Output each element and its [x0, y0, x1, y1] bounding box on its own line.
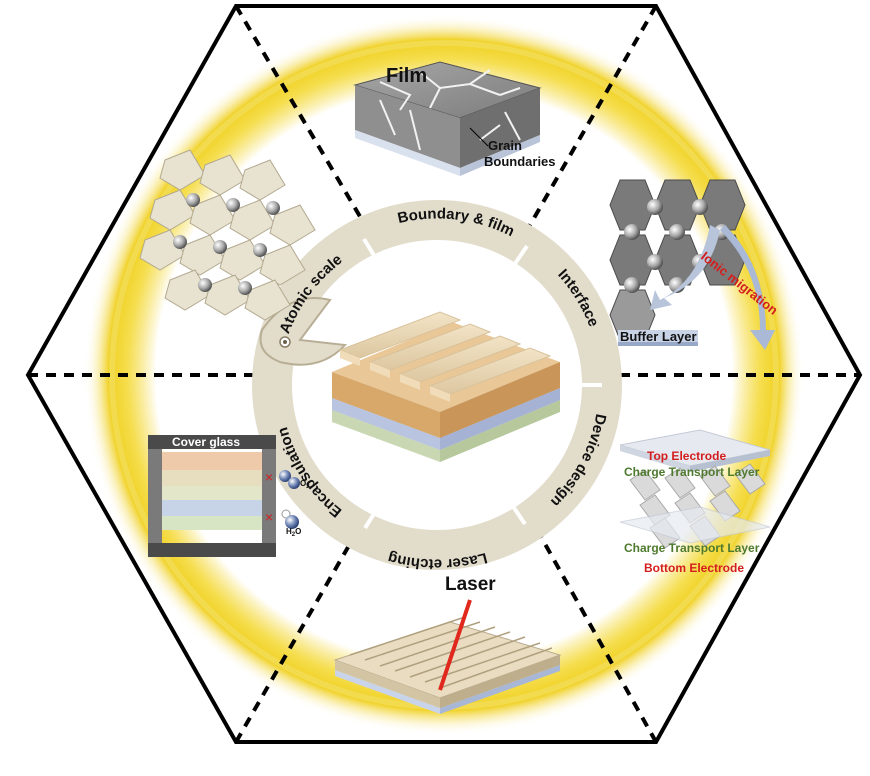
- laser-panel: Laser: [333, 574, 562, 714]
- grain-label-1: Grain: [488, 138, 522, 153]
- segment-dividers: [28, 4, 860, 743]
- laser-beam: [438, 599, 472, 691]
- film-panel: Film Grain Boundaries: [353, 61, 556, 176]
- ring-label-laser-etching: Laser etching: [386, 549, 489, 573]
- device-design-panel: Top Electrode Charge Transport Layer Cha…: [619, 429, 771, 575]
- atomic-lattice-illustration: [139, 149, 316, 321]
- h2o-label: H2O: [286, 527, 301, 538]
- o2-cross-icon: ×: [265, 469, 273, 485]
- film-title: Film: [386, 65, 427, 87]
- encapsulation-panel: Cover glass × O2 × H2O: [148, 435, 310, 557]
- grain-label-2: Boundaries: [484, 154, 556, 169]
- ctl-top-label: Charge Transport Layer: [624, 465, 760, 479]
- center-device-illustration: [332, 311, 560, 462]
- h2o-cross-icon: ×: [265, 509, 273, 525]
- interface-panel: Buffer Layer Ionic migration: [609, 179, 781, 350]
- ctl-bottom-label: Charge Transport Layer: [624, 541, 760, 555]
- fish-head-icon: [259, 297, 348, 366]
- buffer-layer-label: Buffer Layer: [620, 329, 697, 344]
- laser-title: Laser: [445, 574, 496, 595]
- bottom-electrode-label: Bottom Electrode: [644, 561, 744, 575]
- top-electrode-label: Top Electrode: [647, 449, 726, 463]
- cover-glass-label: Cover glass: [172, 435, 240, 449]
- center-ring: [252, 200, 622, 570]
- o2-label: O2: [300, 479, 310, 490]
